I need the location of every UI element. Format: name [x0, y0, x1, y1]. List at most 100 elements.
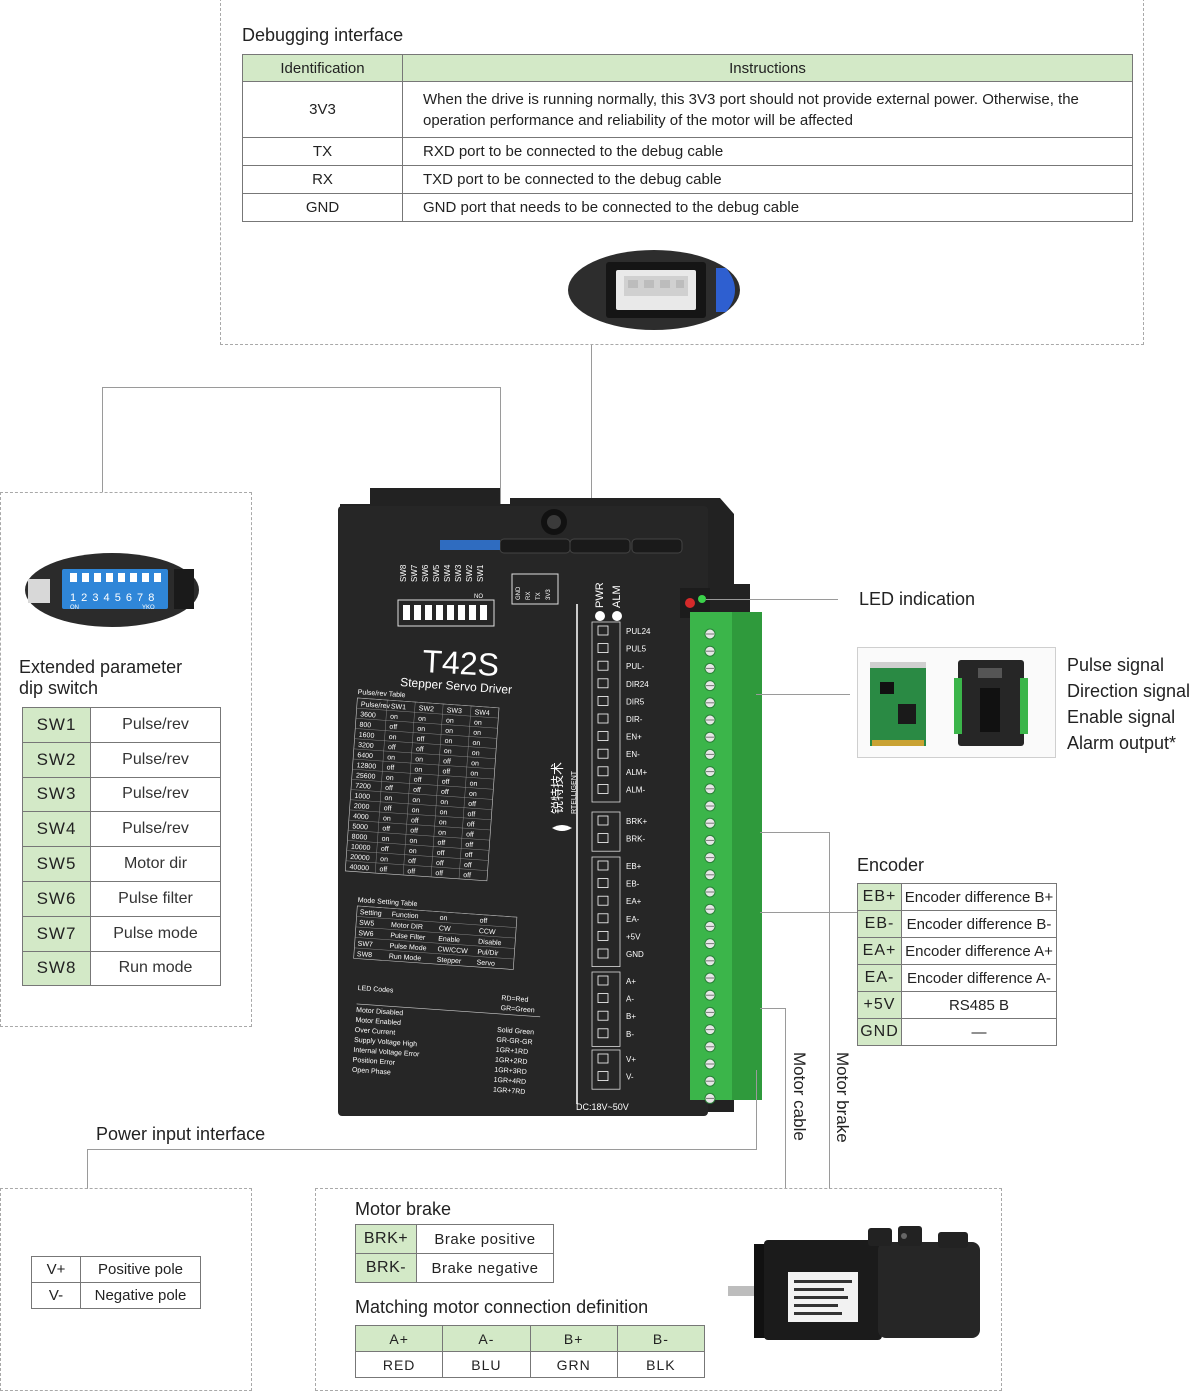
terminal-label: A- [626, 995, 634, 1004]
pulse-table-cell: 1000 [354, 793, 370, 801]
pulse-table-cell: on [384, 795, 392, 803]
pulse-table-cell: off [437, 840, 445, 848]
pulse-table-cell: 10000 [351, 844, 371, 852]
terminal-label: EN+ [626, 733, 642, 742]
dip-switch-label: SW4 [443, 564, 452, 582]
debug-panel [220, 0, 1144, 345]
terminal-group-border [591, 971, 621, 1047]
column-header: Instructions [402, 54, 1133, 82]
debug-pin-label: TX [536, 592, 542, 600]
pulse-table-col [430, 703, 444, 877]
encoder-key: EB+ [857, 883, 902, 911]
terminal-label: EA- [626, 915, 640, 924]
pulse-table-cell: off [463, 872, 471, 880]
pulse-table-col [458, 705, 472, 879]
table-row: A+ A- B+ B- [354, 1325, 706, 1352]
mode-table-cell: Servo [476, 959, 495, 967]
dip-key: SW7 [22, 915, 91, 952]
encoder-table: EB+Encoder difference B+ EB-Encoder diff… [857, 883, 1057, 1046]
dip-value: Pulse/rev [90, 811, 221, 848]
mode-table-rule [354, 947, 514, 960]
pulse-table-cell: SW1 [391, 703, 407, 711]
dip-key: SW6 [22, 880, 91, 917]
terminal-pin [597, 913, 609, 924]
dip-switch-label: SW7 [410, 564, 419, 582]
debug-pin-label: GND [516, 586, 522, 600]
terminal-pin [597, 643, 609, 654]
table-row: EA+Encoder difference A+ [857, 937, 1057, 965]
pulse-table-cell: on [446, 717, 454, 725]
encoder-key: EA+ [857, 937, 902, 965]
encoder-title: Encoder [857, 855, 925, 875]
terminal-label: V+ [626, 1055, 636, 1064]
pulse-table-cell: off [443, 758, 451, 766]
pulse-table-cell: on [472, 750, 480, 758]
mode-table-cell: Enable [438, 936, 460, 945]
pulse-table-cell: on [473, 730, 481, 738]
motor-pin: A+ [354, 1325, 444, 1352]
terminal-label: EB+ [626, 862, 642, 871]
motor-cable-label: Motor cable [790, 1052, 809, 1141]
pulse-table-rule [352, 769, 495, 780]
pulse-table-cell: off [467, 811, 475, 819]
encoder-key: EA- [857, 964, 902, 992]
pulse-table-cell: off [411, 817, 419, 825]
pulse-table-cell: on [438, 829, 446, 837]
motor-def-title: Matching motor connection definition [355, 1297, 649, 1317]
pulse-table-rule [348, 830, 490, 841]
pulse-table-cell: off [467, 821, 475, 829]
signal-item: Alarm output* [1067, 733, 1177, 753]
table-row: EA-Encoder difference A- [857, 964, 1057, 992]
mode-table-cell: Pulse Mode [389, 943, 426, 953]
pulse-table-cell: off [381, 846, 389, 854]
brake-key: BRK+ [355, 1224, 417, 1254]
power-table: V+Positive pole V-Negative pole [31, 1256, 201, 1309]
table-row: BRK+Brake positive [355, 1224, 554, 1254]
pulse-table-cell: off [416, 746, 424, 754]
pwr-led-label: PWR [594, 582, 606, 608]
pulse-table-cell: off [386, 764, 394, 772]
dip-title-line1: Extended parameter [19, 657, 183, 677]
signal-item: Pulse signal [1067, 655, 1165, 675]
terminal-pin [597, 1010, 609, 1021]
pulse-table-cell: Pulse/rev [361, 701, 391, 710]
mode-table-cell: Motor DIR [391, 922, 423, 931]
pulse-table-cell: off [436, 860, 444, 868]
mode-table-cell: SW5 [359, 920, 375, 928]
pulse-table-col [375, 700, 388, 874]
pulse-table-rule [354, 738, 497, 749]
brake-title: Motor brake [355, 1199, 452, 1219]
terminal-label: BRK+ [626, 817, 647, 826]
dip-value: Run mode [90, 950, 221, 987]
debug-title: Debugging interface [242, 25, 404, 45]
pulse-table-cell: SW3 [446, 707, 462, 715]
pulse-table-cell: 7200 [355, 783, 371, 791]
pulse-table-rule [345, 860, 488, 871]
pulse-table-cell: on [470, 770, 478, 778]
pulse-table-cell: on [445, 728, 453, 736]
pulse-table-cell: off [464, 852, 472, 860]
encoder-value: Encoder difference B+ [901, 883, 1057, 911]
pin-instruction: RXD port to be connected to the debug ca… [402, 137, 1133, 166]
pulse-table-rule [355, 728, 497, 739]
pulse-table-cell: off [465, 841, 473, 849]
mode-table-rule [355, 926, 516, 939]
mode-table-cell: Function [392, 911, 419, 920]
pulse-table-rule [350, 799, 492, 810]
mode-table-cell: Stepper [436, 957, 462, 966]
pulse-table-cell: on [469, 791, 477, 799]
table-row: RED BLU GRN BLK [354, 1351, 706, 1378]
dip-switch-label: SW2 [465, 564, 474, 582]
dip-value: Pulse mode [90, 915, 221, 952]
pin-id: GND [242, 193, 403, 222]
mode-table-cell: SW8 [357, 951, 373, 959]
terminal-pin [597, 783, 609, 794]
terminal-pin [597, 815, 609, 826]
pulse-table-cell: SW4 [474, 709, 490, 717]
debug-table: Identification Instructions 3V3 When the… [242, 54, 1133, 222]
table-row: GND— [857, 1018, 1057, 1046]
table-header-row: Identification Instructions [242, 54, 1133, 82]
